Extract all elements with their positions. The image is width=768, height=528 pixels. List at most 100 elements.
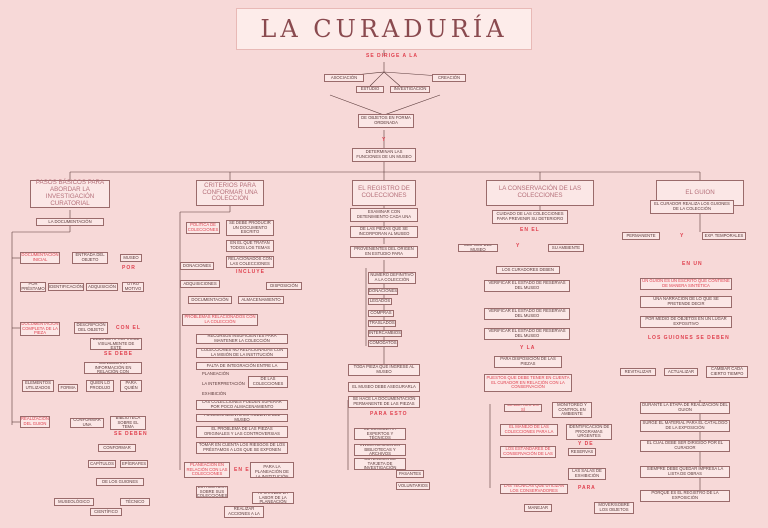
node-temas: EN EL QUE TRATAN TODOS LOS TEMAS (226, 240, 274, 252)
node-actualizar: ACTUALIZAR (664, 368, 698, 376)
connector-los-guiones: LOS GUIONES SE DEBEN (648, 335, 730, 341)
node-no-relacionadas: COLECCIONES NO RELACIONADAS CON LA MISIÓ… (196, 348, 288, 358)
connector-se-deben: SE DEBEN (114, 431, 148, 437)
node-voluntarios: VOLUNTARIOS (396, 482, 430, 490)
node-doc-completa: DOCUMENTACIÓN COMPLETA DE LA PIEZA (20, 322, 60, 336)
node-apoyando: APOYANDO LA LABOR DE LA PLANEACIÓN (252, 492, 294, 504)
connector-para-esto: PARA ESTO (370, 411, 408, 417)
node-piezas-incorporan: DE LAS PIEZAS QUE SE INCORPORAN AL MUSEO (350, 226, 418, 238)
audience-investigacion: INVESTIGACIÓN (390, 86, 430, 93)
node-list-0: NÚMERO DEFINITIVO A LA COLECCIÓN (368, 272, 416, 284)
node-expertos: SE CONSULTA A EXPERTOS Y TÉCNICOS (354, 428, 406, 440)
node-verificar-2: VERIFICAR EL ESTADO DE RESERVAS DEL MUSE… (484, 308, 570, 320)
node-dirigido-curador: EL CUAL DEBE SER DIRIGIDO POR EL CURADOR (640, 440, 730, 452)
node-curador-realiza: EL CURADOR REALIZA LOS GUIONES DE LA COL… (650, 200, 734, 214)
node-objetos-ordenada: DE OBJETOS EN FORMA ORDENADA (358, 114, 414, 128)
node-revitalizar: REVITALIZAR (620, 368, 656, 376)
node-documentacion: LA DOCUMENTACIÓN (36, 218, 104, 226)
node-para-quien: PARA QUIÉN (120, 380, 142, 392)
connector-en-el-4: EN EL (520, 227, 540, 233)
connector-con-el: CON EL (116, 325, 141, 331)
node-tarjeta: OBTENCIÓN DE TARJETA DE INVESTIGACIÓN (354, 458, 406, 470)
node-documento-escrito: SE DEBE PRODUCIR UN DOCUMENTO ESCRITO (226, 220, 274, 236)
node-ambiente: SU AMBIENTE (548, 244, 584, 252)
node-list-2: LEGADOS (368, 298, 392, 305)
connector-por: POR (122, 265, 136, 271)
node-estandares: LOS ESTÁNDARES DE CONSERVACIÓN DE LAS (500, 446, 556, 458)
node-sabiendo: SABIENDO REALIZAR ACCIONES A LA COLECCIÓ… (224, 506, 264, 518)
node-documentacion-permanente: SE HACE LA DOCUMENTACIÓN PERMANENTE DE L… (348, 396, 420, 408)
node-tecnicas: LAS TÉCNICAS QUE UTILIZAN LOS CONSERVADO… (500, 484, 568, 494)
node-bibliotecas: INVESTIGACIÓN EN BIBLIOTECAS Y ARCHIVOS (354, 444, 406, 456)
node-provenientes: PROVENIENTES DEL ORIGEN EN ESTUDIO PARA (350, 246, 418, 258)
node-falta-integracion: FALTA DE INTEGRACIÓN ENTRE LA (196, 362, 288, 370)
connector-para: PARA (578, 485, 596, 491)
connector-y-5: Y (680, 233, 685, 239)
connector-y-4: Y (516, 243, 521, 249)
node-reservas: RESERVAS (568, 448, 596, 456)
node-identificacion: IDENTIFICACIÓN (48, 283, 84, 291)
node-epigrafes: EPÍGRAFES (120, 460, 148, 468)
node-manejar: MANEJAR (524, 504, 552, 512)
node-imprudente: FUNCIONAMIENTO IMPRUDENTE DEL MUSEO (196, 414, 288, 422)
node-estructura: ESTRUCTURA SOBRE SUS COLECCIONES (196, 486, 228, 498)
node-narracion: UNA NARRACIÓN DE LO QUE SE PRETENDE DECI… (640, 296, 732, 308)
node-edificio: EDIFICIO DEL MUSEO (458, 244, 498, 252)
node-originales: EL PROBLEMA DE LAS PIEZAS ORIGINALES Y L… (196, 426, 288, 438)
node-asegurarla: EL MUSEO DEBE ASEGURARLA (348, 382, 420, 392)
node-list-6: COMODATOS (368, 340, 398, 347)
node-superar: LAS COLECCIONES PUEDEN SUPERAR POR POCO … (196, 400, 288, 410)
node-otro-motivo: OTRO MOTIVO (122, 282, 144, 292)
label-interpretacion: LA INTERPRETACIÓN (202, 381, 245, 386)
node-toda-pieza: TODA PIEZA QUE INGRESE AL MUSEO (348, 364, 420, 376)
node-tecnico: TÉCNICO (120, 498, 150, 506)
node-salas-exhibicion: LAS SALAS DE EXHIBICIÓN (568, 468, 606, 480)
node-disposicion: DISPOSICIÓN (266, 282, 302, 290)
heading-registro: EL REGISTRO DE COLECCIONES (352, 180, 416, 206)
node-entrada-objeto: ENTRADA DEL OBJETO (72, 252, 108, 264)
node-funciones-museo: DETERMINAN LAS FUNCIONES DE UN MUSEO (352, 148, 416, 162)
node-cuidado: CUIDADO DE LAS COLECCIONES PARA PREVENIR… (492, 210, 568, 224)
node-elementos: ELEMENTOS UTILIZADOS (22, 380, 54, 392)
node-considerar: CONSIDERAR INFORMACIÓN EN RELACIÓN CON (84, 362, 142, 374)
node-list-3: COMPRAS (368, 310, 394, 317)
heading-pasos-basicos: PASOS BÁSICOS PARA ABORDAR LA INVESTIGAC… (30, 180, 110, 208)
node-examinar: EXAMINAR CON DETENIMIENTO CADA UNA (350, 208, 418, 222)
node-riesgos: TOMAR EN CUENTA LOS RIESGOS DE LOS PRÉST… (196, 442, 288, 454)
node-museo: MUSEO (120, 254, 142, 262)
heading-conservacion: LA CONSERVACIÓN DE LAS COLECCIONES (486, 180, 594, 206)
node-disposicion-piezas: PARA DISPOSICIÓN DE LAS PIEZAS (494, 356, 562, 368)
connector-se-dirige: SE DIRIGE A LA (366, 53, 418, 59)
node-realizacion-guion: REALIZACIÓN DEL GUION (20, 416, 50, 428)
node-biblioteca: BIBLIOTECA SOBRE EL TEMA (110, 416, 146, 430)
node-pasantes: PASANTES (396, 470, 424, 478)
node-conformar: CONFORMAR (98, 444, 136, 452)
node-edificio-en-si: EL EDIFICIO EN SÍ (504, 404, 542, 412)
node-de-los-guiones: DE LOS GUIONES (96, 478, 144, 486)
node-documentacion2: DOCUMENTACIÓN (188, 296, 232, 304)
node-list-4: TRASLADOS (368, 320, 396, 327)
node-procedimiento: PROCEDIMIENTO PARA LA PLANEACIÓN DE LA I… (250, 462, 294, 478)
node-conformar-una: CONFORMAR UNA (70, 418, 104, 428)
node-planeacion-relacion: PLANEACIÓN EN RELACIÓN CON LAS COLECCION… (184, 462, 230, 478)
node-etapa-realizacion: DURANTE LA ETAPA DE REALIZACIÓN DEL GUIO… (640, 402, 730, 414)
node-cambiar: CAMBIAR CADA CIERTO TIEMPO (706, 366, 748, 378)
node-descripcion: DESCRIPCIÓN DEL OBJETO (74, 322, 108, 334)
node-verificar-3: VERIFICAR EL ESTADO DE RESERVAS DEL MUSE… (484, 328, 570, 340)
node-almacenamiento: ALMACENAMIENTO (238, 296, 284, 304)
node-guion-escrito: UN GUION ES UN ESCRITO QUE CONTIENE DE M… (640, 278, 732, 290)
node-monitoreo: MONITOREO Y CONTROL EN AMBIENTE (552, 402, 592, 418)
node-prestamo: POR PRÉSTAMO (20, 282, 46, 292)
label-exhibicion: EXHIBICIÓN (202, 391, 227, 396)
node-adquisiciones: ADQUISICIONES (180, 280, 220, 288)
node-relacionados: RELACIONADOS CON LAS COLECCIONES (226, 256, 274, 268)
node-recursos: RECURSOS INSUFICIENTES PARA MANTENER LA … (196, 334, 288, 344)
connector-y-de: Y DE (578, 441, 594, 447)
connector-y-top: Y (382, 137, 387, 143)
audience-creacion: CREACIÓN (432, 74, 466, 82)
node-registro-exposicion: PORQUE ES EL REGISTRO DE LA EXPOSICIÓN (640, 490, 730, 502)
node-programas-urgentes: IDENTIFICACIÓN DE PROGRAMAS URGENTES (566, 424, 612, 440)
node-capitulos: CAPÍTULOS (88, 460, 116, 468)
heading-criterios: CRITERIOS PARA CONFORMAR UNA COLECCIÓN (196, 180, 264, 206)
